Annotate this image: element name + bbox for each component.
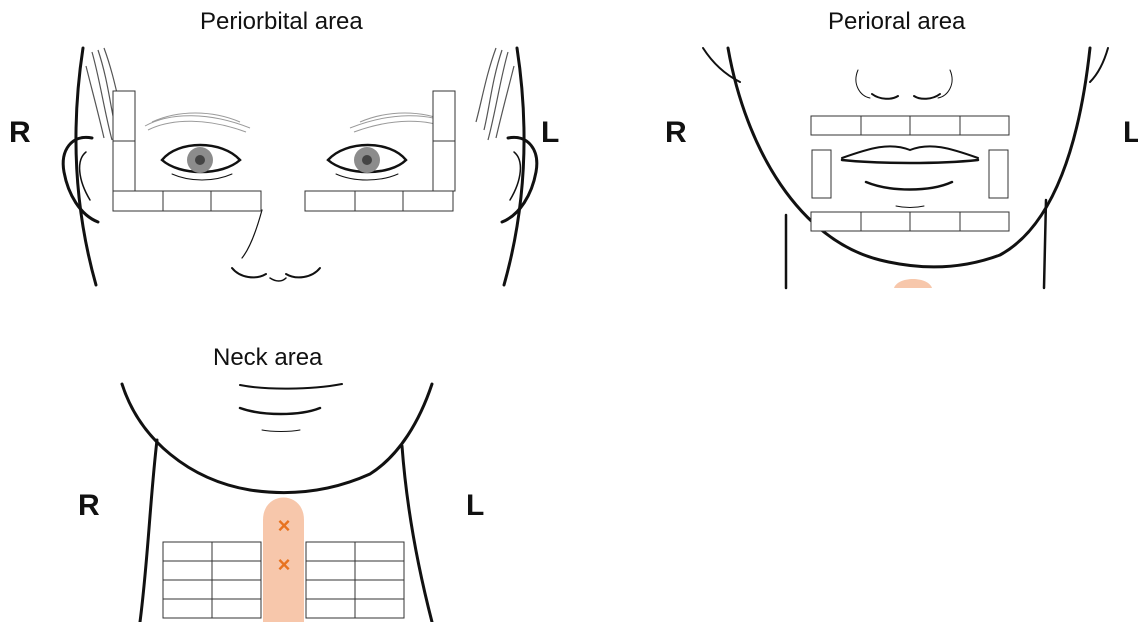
neck-chin-outline	[122, 384, 432, 493]
injection-mark: ×	[278, 513, 291, 538]
neck-left-grid	[306, 542, 404, 618]
neck-right-grid	[163, 542, 261, 618]
injection-mark: ×	[278, 552, 291, 577]
